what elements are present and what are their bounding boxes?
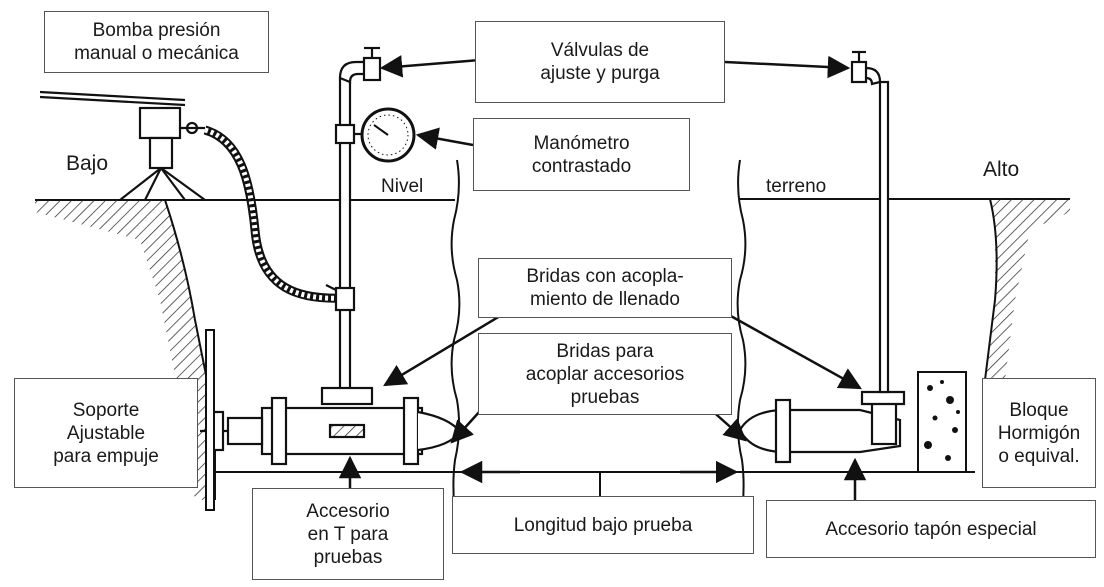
label-flanges-accessories: Bridas para acoplar accesorios pruebas xyxy=(478,333,732,415)
label-flanges-fill: Bridas con acopla- miento de llenado xyxy=(478,258,732,318)
label-flanges-accessories-line-3: pruebas xyxy=(570,386,640,408)
support-post xyxy=(205,329,215,511)
break-lines xyxy=(450,159,747,531)
label-support-line-3: para empuje xyxy=(53,445,159,467)
label-plug: Accesorio tapón especial xyxy=(766,500,1096,558)
label-block-line-2: Hormigón xyxy=(997,422,1081,444)
label-block: Bloque Hormigón o equival. xyxy=(982,378,1096,488)
label-flanges-fill-line-1: Bridas con acopla- xyxy=(526,266,684,287)
label-support: Soporte Ajustable para empuje xyxy=(14,378,198,488)
label-ground: terreno xyxy=(766,176,827,197)
label-low: Bajo xyxy=(66,152,109,175)
pressure-hose xyxy=(203,125,346,303)
label-gauge: Manómetro contrastado xyxy=(473,118,690,191)
label-tee: Accesorio en T para pruebas xyxy=(252,488,444,580)
label-flanges-accessories-line-1: Bridas para xyxy=(556,340,654,362)
label-gauge-line-2: contrastado xyxy=(531,155,632,177)
label-valves-line-2: ajuste y purga xyxy=(540,63,660,84)
label-pump: Bomba presión manual o mecánica xyxy=(44,11,269,73)
label-length: Longitud bajo prueba xyxy=(452,496,754,554)
label-level: Nivel xyxy=(381,176,424,197)
label-support-line-1: Soporte xyxy=(72,399,140,421)
label-block-line-1: Bloque xyxy=(1009,399,1069,421)
label-tee-line-3: pruebas xyxy=(313,546,383,568)
trench-right-wall xyxy=(984,198,1070,381)
label-pump-line-1: Bomba presión xyxy=(92,20,221,41)
label-high: Alto xyxy=(983,158,1020,181)
label-valves: Válvulas de ajuste y purga xyxy=(475,21,725,103)
label-support-line-2: Ajustable xyxy=(66,422,146,444)
ground-line xyxy=(35,198,1070,201)
pressure-gauge xyxy=(360,107,416,163)
label-valves-line-1: Válvulas de xyxy=(550,40,650,61)
label-length-line-1: Longitud bajo prueba xyxy=(513,514,693,536)
test-pipe-right xyxy=(738,50,906,464)
label-flanges-accessories-line-2: acoplar accesorios xyxy=(525,363,685,385)
trench-left-wall xyxy=(35,199,216,500)
label-tee-line-2: en T para xyxy=(307,523,389,545)
label-gauge-line-1: Manómetro xyxy=(533,132,630,154)
label-plug-line-1: Accesorio tapón especial xyxy=(825,518,1037,540)
label-flanges-fill-line-2: miento de llenado xyxy=(530,289,680,310)
label-block-line-3: o equival. xyxy=(998,445,1080,467)
pump-illustration xyxy=(39,90,206,201)
concrete-block-illustration xyxy=(917,371,967,473)
test-pipe-left xyxy=(200,386,462,466)
label-pump-line-2: manual o mecánica xyxy=(74,43,239,64)
label-tee-line-1: Accesorio xyxy=(306,500,390,522)
left-riser xyxy=(325,46,382,392)
